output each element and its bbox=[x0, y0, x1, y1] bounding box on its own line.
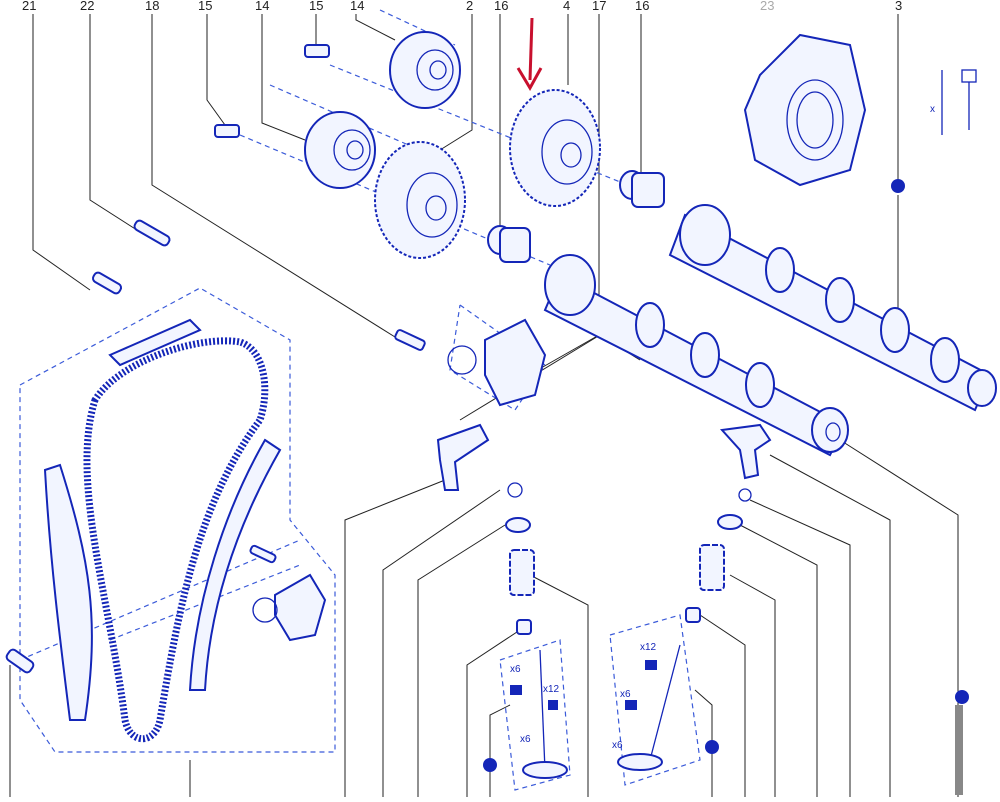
cam-phaser-front[interactable] bbox=[214, 111, 376, 189]
callout-15-left[interactable]: 15 bbox=[198, 0, 212, 13]
chain-guide-left[interactable] bbox=[43, 463, 93, 721]
callout-14-right[interactable]: 14 bbox=[350, 0, 364, 13]
callout-16-right[interactable]: 16 bbox=[635, 0, 649, 13]
cam-sprocket-exhaust[interactable] bbox=[509, 89, 601, 207]
callout-17[interactable]: 17 bbox=[592, 0, 606, 13]
callout-2[interactable]: 2 bbox=[466, 0, 473, 13]
valve-train-exhaust[interactable] bbox=[617, 488, 752, 771]
callout-22[interactable]: 22 bbox=[80, 0, 94, 13]
callout-21[interactable]: 21 bbox=[22, 0, 36, 13]
callout-3[interactable]: 3 bbox=[895, 0, 902, 13]
bolt-dimension-icon: x bbox=[930, 69, 977, 135]
rocker-arm-right[interactable] bbox=[719, 423, 772, 480]
dowel-pins[interactable] bbox=[5, 219, 171, 674]
qty-label: x6 bbox=[612, 740, 623, 751]
qty-label: x6 bbox=[520, 734, 531, 745]
callout-16-left[interactable]: 16 bbox=[494, 0, 508, 13]
callout-18[interactable]: 18 bbox=[145, 0, 159, 13]
chain-tensioner-lower[interactable] bbox=[249, 544, 327, 642]
qty-label: x12 bbox=[640, 642, 657, 653]
cylinder-head-cover-23[interactable] bbox=[743, 33, 867, 187]
callout-14-left[interactable]: 14 bbox=[255, 0, 269, 13]
camshaft-seal-16-right[interactable] bbox=[619, 170, 665, 208]
qty-label: x12 bbox=[543, 684, 560, 695]
cam-sprocket-intake[interactable] bbox=[374, 141, 466, 259]
leader-lines bbox=[9, 14, 959, 797]
bolt-15-right bbox=[304, 44, 330, 58]
chain-guide-top[interactable] bbox=[108, 318, 202, 367]
qty-label: x6 bbox=[510, 664, 521, 675]
bolt-15-left bbox=[214, 124, 240, 138]
qty-label: x6 bbox=[620, 689, 631, 700]
callout-15-right[interactable]: 15 bbox=[309, 0, 323, 13]
camshaft-lower[interactable] bbox=[543, 254, 849, 457]
callout-23[interactable]: 23 bbox=[760, 0, 774, 13]
chain-tensioner-rail[interactable] bbox=[188, 438, 282, 691]
cam-phaser-rear[interactable] bbox=[304, 31, 461, 109]
svg-text:x: x bbox=[930, 104, 935, 115]
timing-chain-assembly[interactable] bbox=[43, 318, 282, 743]
camshaft-seal-16-left[interactable] bbox=[487, 225, 531, 263]
valve-train-intake[interactable] bbox=[505, 482, 568, 779]
red-arrow-down-icon bbox=[516, 17, 543, 92]
clip-icons bbox=[483, 179, 969, 795]
callout-4[interactable]: 4 bbox=[563, 0, 570, 13]
sensor-housing[interactable] bbox=[394, 318, 547, 407]
camshaft-upper[interactable] bbox=[668, 204, 997, 412]
rocker-arm-left[interactable] bbox=[436, 423, 490, 491]
